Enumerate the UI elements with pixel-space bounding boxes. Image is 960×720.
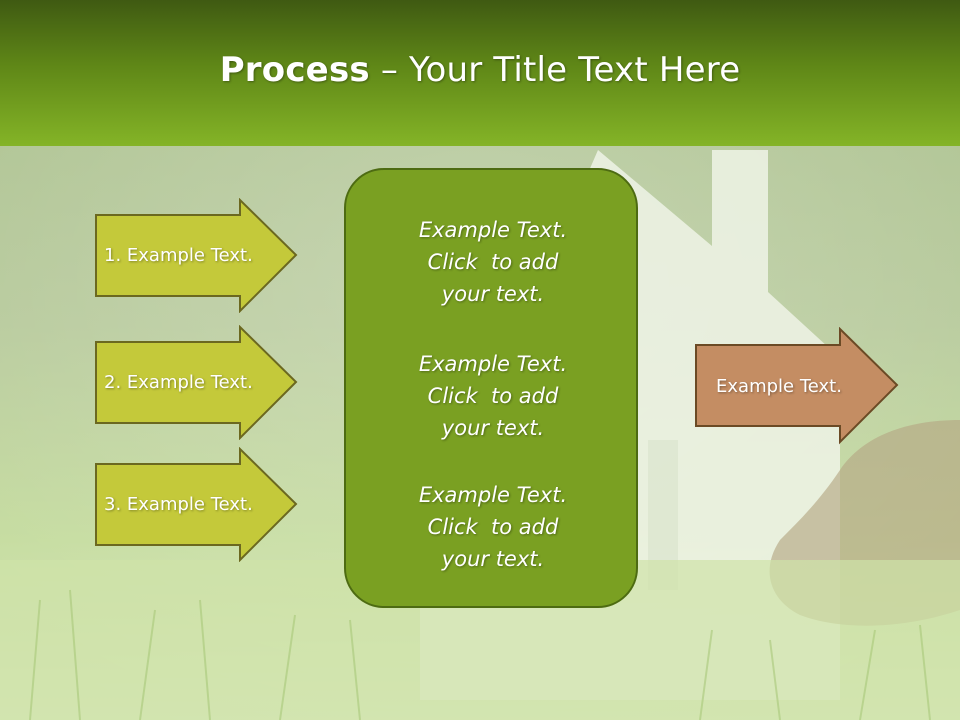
center-text-block-1: Example Text. Click to add your text. [346,214,640,310]
title-bold-part: Process [219,50,370,90]
center-text-2-line-2: Click to add [427,384,559,408]
slide-title: Process – Your Title Text Here [0,50,960,90]
center-text-3-line-2: Click to add [427,515,559,539]
center-text-1-line-1: Example Text. [418,218,568,242]
center-text-2-line-3: your text. [441,416,545,440]
center-text-block-3: Example Text. Click to add your text. [346,479,640,575]
title-rest-part: – Your Title Text Here [369,50,741,90]
input-arrow-1: 1. Example Text. [94,198,299,313]
center-text-block-2: Example Text. Click to add your text. [346,348,640,444]
center-text-3-line-3: your text. [441,547,545,571]
center-text-3-line-1: Example Text. [418,483,568,507]
output-arrow: Example Text. [694,327,900,445]
input-arrow-3-label: 3. Example Text. [104,494,253,515]
center-text-2-line-1: Example Text. [418,352,568,376]
center-text-1-line-3: your text. [441,282,545,306]
process-center-box: Example Text. Click to add your text. Ex… [344,168,638,608]
output-arrow-label: Example Text. [716,375,842,397]
center-text-1-line-2: Click to add [427,250,559,274]
input-arrow-2: 2. Example Text. [94,325,299,440]
input-arrow-3: 3. Example Text. [94,447,299,562]
input-arrow-1-label: 1. Example Text. [104,245,253,266]
input-arrow-2-label: 2. Example Text. [104,372,253,393]
title-bar: Process – Your Title Text Here [0,0,960,146]
